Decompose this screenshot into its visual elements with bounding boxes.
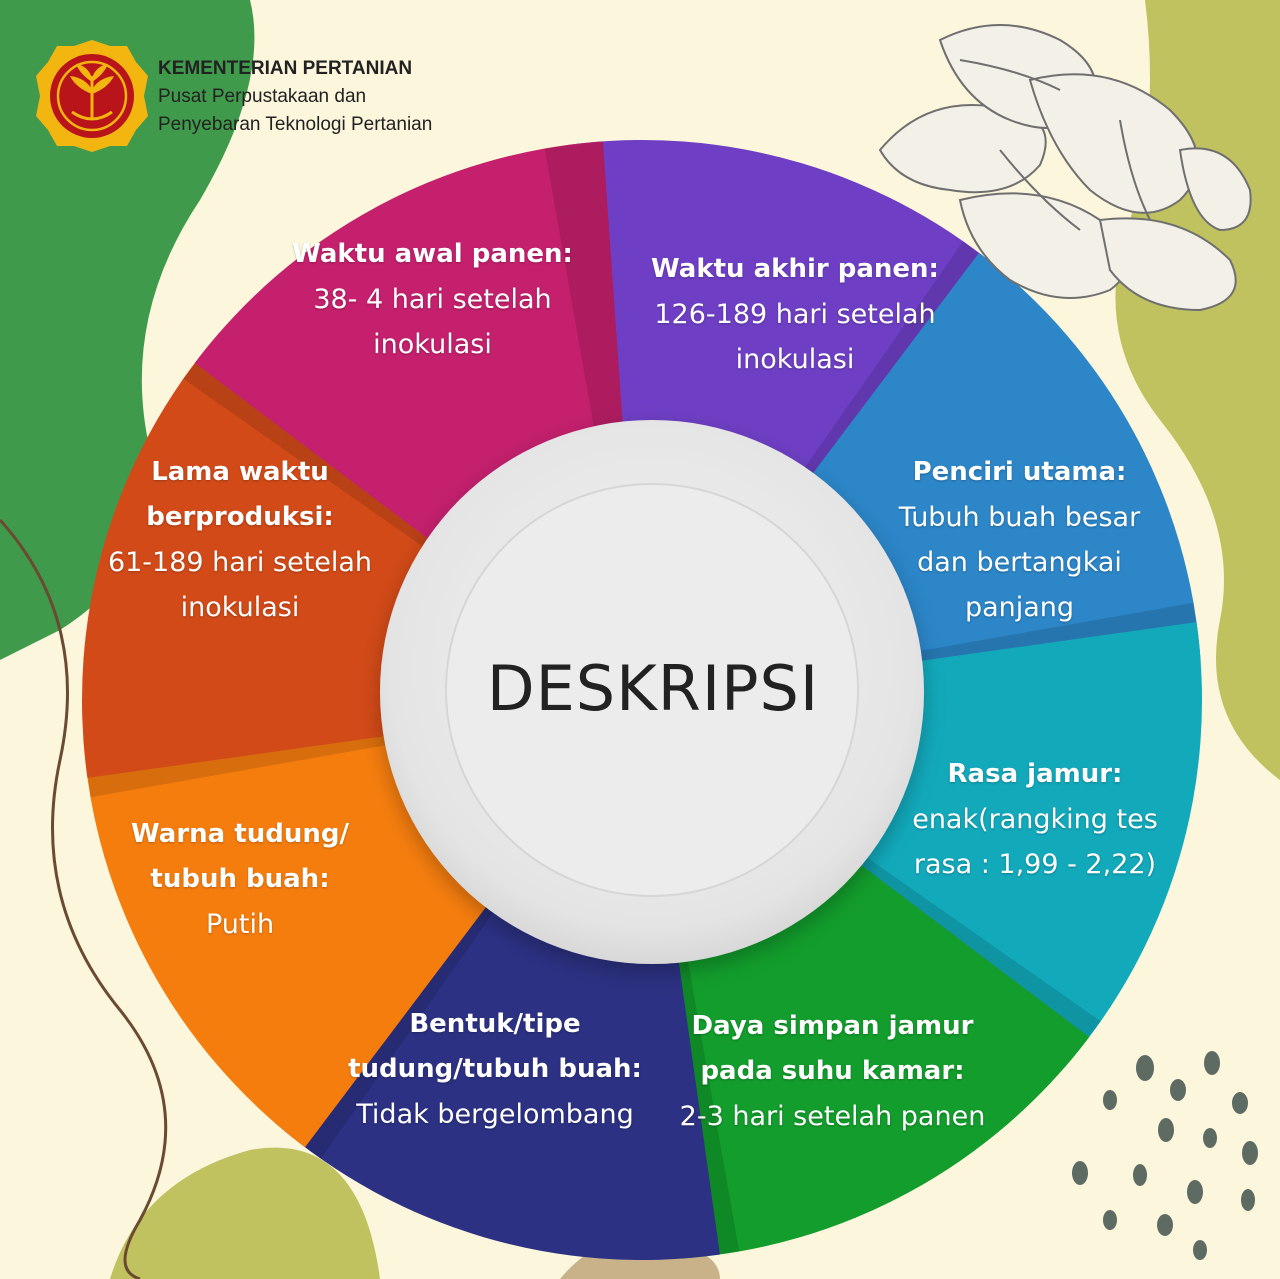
segment-value: 2-3 hari setelah panen xyxy=(679,1101,986,1132)
segment-title: Waktu awal panen: xyxy=(292,239,573,269)
org-subtitle-line1: Pusat Perpustakaan dan xyxy=(158,86,367,107)
segment-text-bentuk-tipe: Bentuk/tipe tudung/tubuh buah: Tidak ber… xyxy=(330,1002,660,1137)
segment-value: 126-189 hari setelah inokulasi xyxy=(654,299,936,375)
segment-text-rasa-jamur: Rasa jamur: enak(rangking tes rasa : 1,9… xyxy=(880,752,1190,887)
seeds-icon xyxy=(1072,1051,1258,1260)
segment-text-daya-simpan: Daya simpan jamur pada suhu kamar: 2-3 h… xyxy=(675,1004,990,1139)
segment-value: enak(rangking tes rasa : 1,99 - 2,22) xyxy=(912,804,1158,880)
segment-value: Tubuh buah besar dan bertangkai panjang xyxy=(898,502,1141,623)
kementan-logo-icon xyxy=(36,40,148,152)
segment-text-penciri-utama: Penciri utama: Tubuh buah besar dan bert… xyxy=(872,450,1167,630)
olive-blob-bottom xyxy=(110,1147,380,1279)
segment-title: Lama waktu berproduksi: xyxy=(146,457,334,532)
segment-text-lama-waktu: Lama waktu berproduksi: 61-189 hari sete… xyxy=(100,450,380,630)
oyster-mushroom-icon xyxy=(878,24,1252,312)
segment-title: Rasa jamur: xyxy=(947,759,1123,789)
header: KEMENTERIAN PERTANIAN Pusat Perpustakaan… xyxy=(32,36,552,156)
org-subtitle-line2: Penyebaran Teknologi Pertanian xyxy=(158,114,433,135)
segment-title: Waktu akhir panen: xyxy=(651,254,939,284)
segment-text-waktu-akhir-panen: Waktu akhir panen: 126-189 hari setelah … xyxy=(630,247,960,382)
segment-title: Daya simpan jamur pada suhu kamar: xyxy=(691,1011,974,1086)
center-label: DESKRIPSI xyxy=(486,651,820,725)
brown-vine xyxy=(0,518,168,1279)
center-disc-inner xyxy=(445,483,859,897)
segment-title: Warna tudung/ tubuh buah: xyxy=(131,819,349,894)
segment-title: Penciri utama: xyxy=(912,457,1127,487)
segment-value: 38- 4 hari setelah inokulasi xyxy=(313,284,552,360)
segment-text-waktu-awal-panen: Waktu awal panen: 38- 4 hari setelah ino… xyxy=(290,232,575,367)
segment-value: 61-189 hari setelah inokulasi xyxy=(107,547,373,623)
segment-value: Tidak bergelombang xyxy=(356,1099,634,1130)
green-leaf-blob xyxy=(0,0,255,660)
segment-title: Bentuk/tipe tudung/tubuh buah: xyxy=(348,1009,642,1084)
segment-value: Putih xyxy=(205,909,275,940)
segment-text-warna-tudung: Warna tudung/ tubuh buah: Putih xyxy=(110,812,370,947)
org-name: KEMENTERIAN PERTANIAN xyxy=(158,58,413,79)
